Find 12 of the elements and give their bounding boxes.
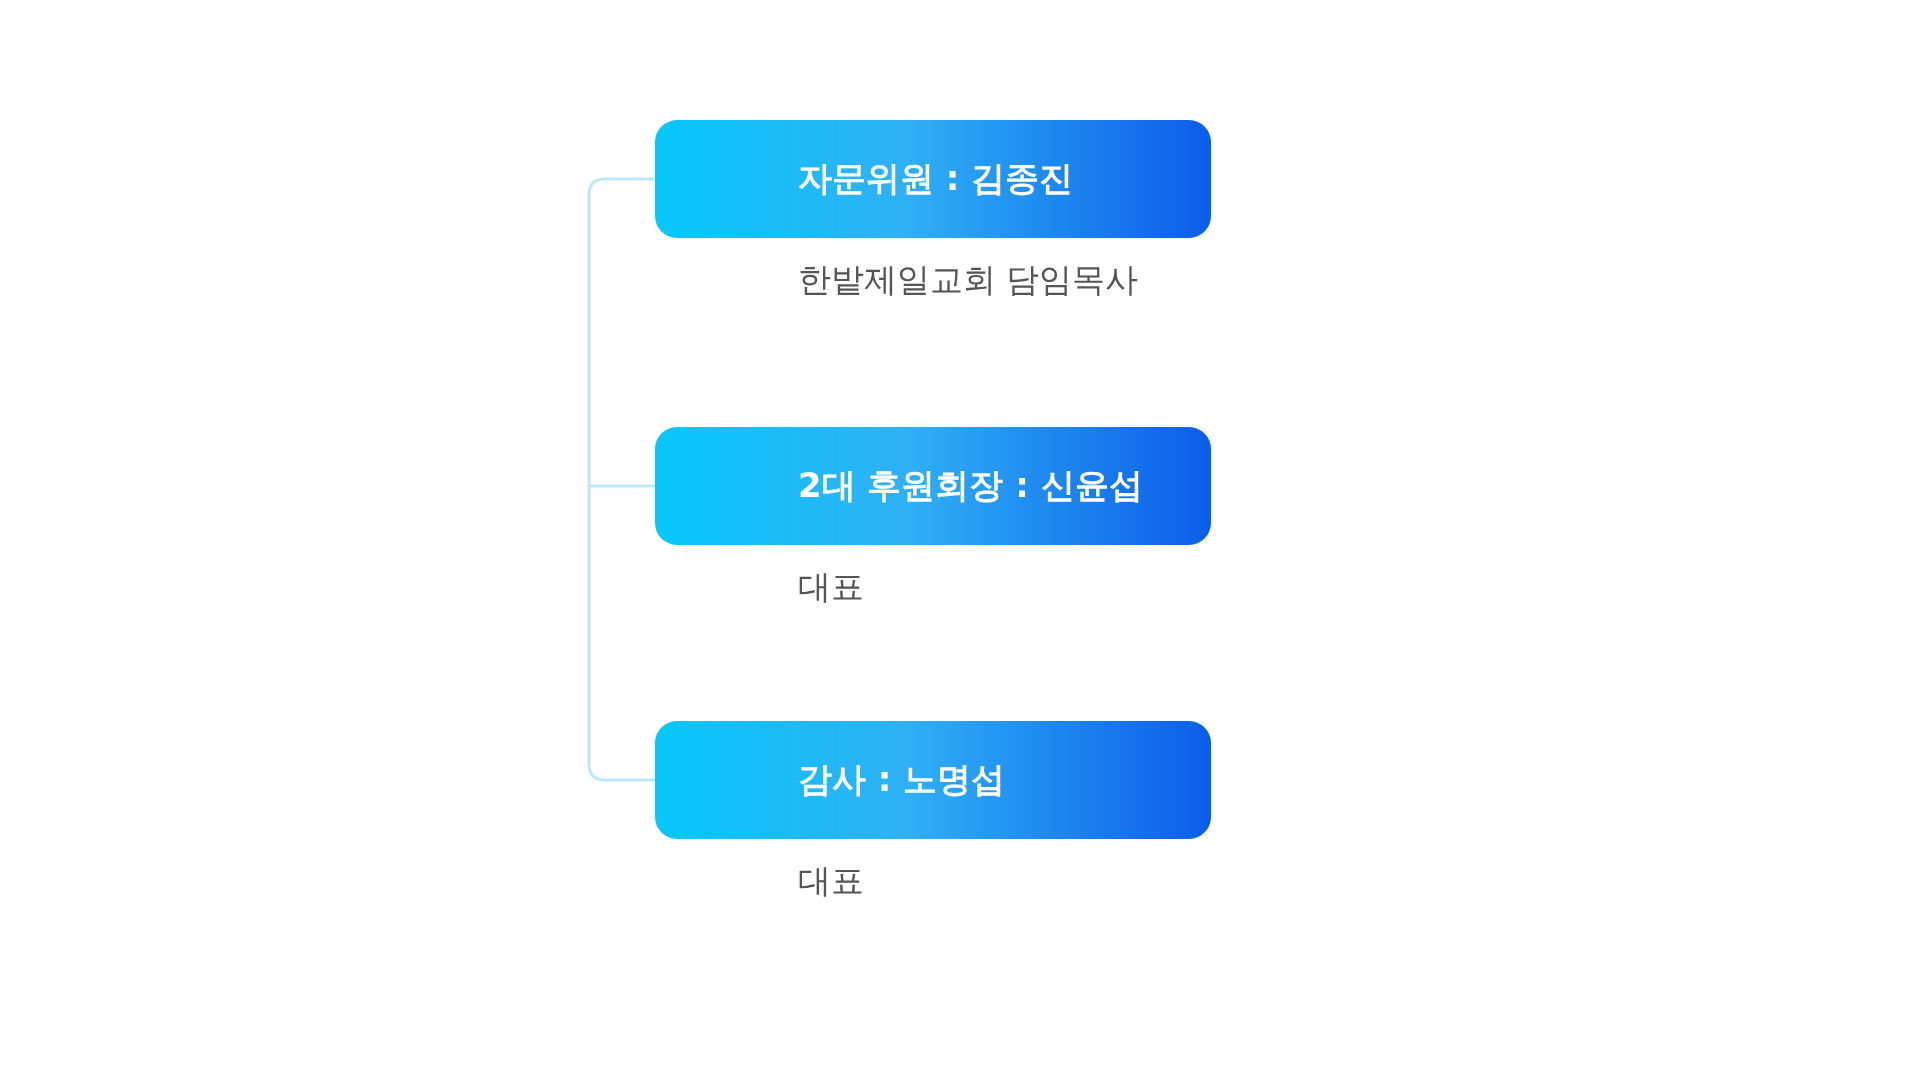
title-banner — [655, 120, 1211, 238]
role-name: 2대 후원회장 : 신윤섭 — [798, 464, 1143, 507]
role-name: 감사 : 노명섭 — [798, 758, 1006, 801]
position-description: 대표 — [798, 860, 865, 902]
title-banner — [655, 427, 1211, 545]
position-description: 한밭제일교회 담임목사 — [798, 259, 1140, 301]
connector-line — [587, 486, 655, 782]
position-description: 대표 — [798, 566, 865, 608]
title-banner — [655, 721, 1211, 839]
role-name: 자문위원 : 김종진 — [798, 157, 1074, 200]
connector-line — [589, 484, 655, 488]
connector-line — [587, 177, 655, 486]
